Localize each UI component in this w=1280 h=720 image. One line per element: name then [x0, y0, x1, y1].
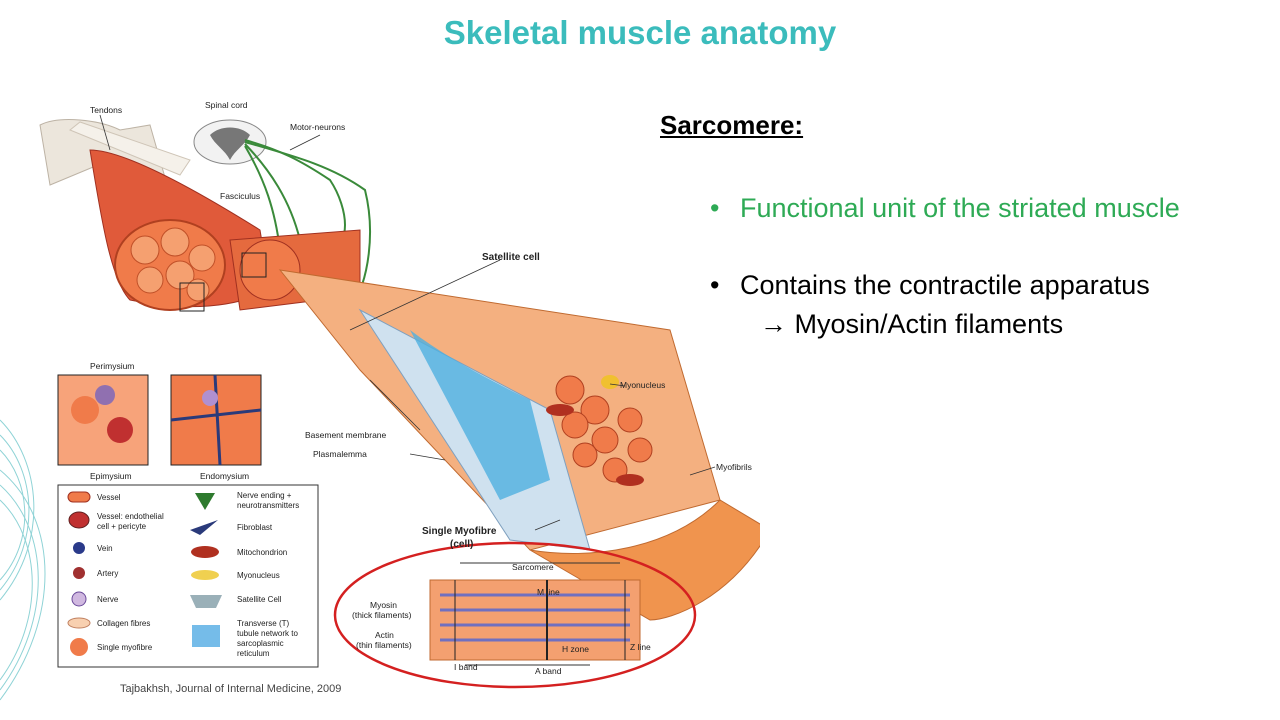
- perimysium-inset: [57, 374, 149, 466]
- sub-point-filaments: → Myosin/Actin filaments: [760, 309, 1064, 339]
- label-endomysium: Endomysium: [200, 471, 249, 481]
- label-single-myofibre: Single Myofibre: [422, 526, 497, 537]
- label-plasmalemma: Plasmalemma: [313, 449, 367, 459]
- label-a-band: A band: [535, 666, 562, 676]
- legend-t-tubule-4: reticulum: [237, 649, 270, 658]
- sarcomere-heading: Sarcomere:: [660, 110, 804, 140]
- label-epimysium: Epimysium: [90, 471, 132, 481]
- label-myosin: Myosin: [370, 600, 397, 610]
- label-fasciculus: Fasciculus: [220, 191, 260, 201]
- legend-mitochondrion: Mitochondrion: [237, 548, 287, 557]
- label-myofibrils: Myofibrils: [716, 462, 752, 472]
- muscle-belly: [89, 149, 361, 312]
- leader-lines: [99, 114, 716, 531]
- bullet-text: Functional unit of the striated muscle: [740, 193, 1180, 223]
- label-i-band: I band: [454, 662, 478, 672]
- legend-swatches: [67, 491, 222, 656]
- label-motor-neurons: Motor-neurons: [290, 122, 345, 132]
- legend-nerve: Nerve: [97, 595, 119, 604]
- bullet-contractile-apparatus: • Contains the contractile apparatus: [660, 270, 1260, 301]
- legend-single-myofibre: Single myofibre: [97, 643, 153, 652]
- slide-title: Skeletal muscle anatomy: [443, 14, 837, 51]
- bullet-text: Contains the contractile apparatus: [740, 270, 1150, 300]
- label-sarcomere: Sarcomere: [512, 562, 554, 572]
- label-thick-filaments: (thick filaments): [352, 610, 412, 620]
- label-basement-membrane: Basement membrane: [305, 430, 387, 440]
- endomysium-inset: [170, 374, 262, 466]
- legend-myonucleus: Myonucleus: [237, 571, 280, 580]
- legend-t-tubule-3: sarcoplasmic: [237, 639, 284, 648]
- label-spinal-cord: Spinal cord: [205, 100, 248, 110]
- label-h-zone: H zone: [562, 644, 589, 654]
- legend-vein: Vein: [97, 544, 113, 553]
- citation: Tajbakhsh, Journal of Internal Medicine,…: [120, 683, 342, 695]
- decorative-swirl: [0, 419, 46, 701]
- legend-vessel-endothelial-2: cell + pericyte: [97, 522, 147, 531]
- legend-fibroblast: Fibroblast: [237, 523, 273, 532]
- legend-satellite-cell: Satellite Cell: [237, 595, 282, 604]
- content-panel: Sarcomere: • Functional unit of the stri…: [660, 110, 1260, 340]
- label-m-line: M line: [537, 587, 560, 597]
- motor-neuron-nerves: [244, 139, 371, 311]
- legend-box: [57, 484, 319, 668]
- label-actin: Actin: [375, 630, 394, 640]
- legend-vessel-endothelial: Vessel: endothelial: [97, 512, 164, 521]
- legend-nerve-ending-2: neurotransmitters: [237, 501, 299, 510]
- bullet-functional-unit: • Functional unit of the striated muscle: [660, 193, 1260, 224]
- label-myonucleus: Myonucleus: [620, 380, 665, 390]
- label-z-line: Z line: [630, 642, 651, 652]
- single-myofibre: [278, 269, 760, 621]
- legend-t-tubule: Transverse (T): [237, 619, 289, 628]
- sarcomere-detail: [333, 541, 697, 689]
- legend-collagen: Collagen fibres: [97, 619, 150, 628]
- legend-nerve-ending: Nerve ending +: [237, 491, 292, 500]
- legend-vessel: Vessel: [97, 493, 121, 502]
- bullet-list: • Functional unit of the striated muscle…: [660, 193, 1260, 301]
- legend-t-tubule-2: tubule network to: [237, 629, 298, 638]
- highlight-ring: [333, 541, 697, 689]
- label-perimysium: Perimysium: [90, 361, 134, 371]
- bullet-dot: •: [710, 193, 720, 223]
- bullet-dot: •: [710, 270, 720, 300]
- label-tendons: Tendons: [90, 105, 122, 115]
- label-thin-filaments: (thin filaments): [356, 640, 412, 650]
- label-cell: (cell): [450, 539, 473, 550]
- legend-artery: Artery: [97, 569, 118, 578]
- label-satellite-cell: Satellite cell: [482, 252, 540, 263]
- muscle-anatomy-figure: Tendons Spinal cord Motor-neurons Fascic…: [39, 100, 760, 689]
- spinal-cord-illustration: [193, 119, 267, 165]
